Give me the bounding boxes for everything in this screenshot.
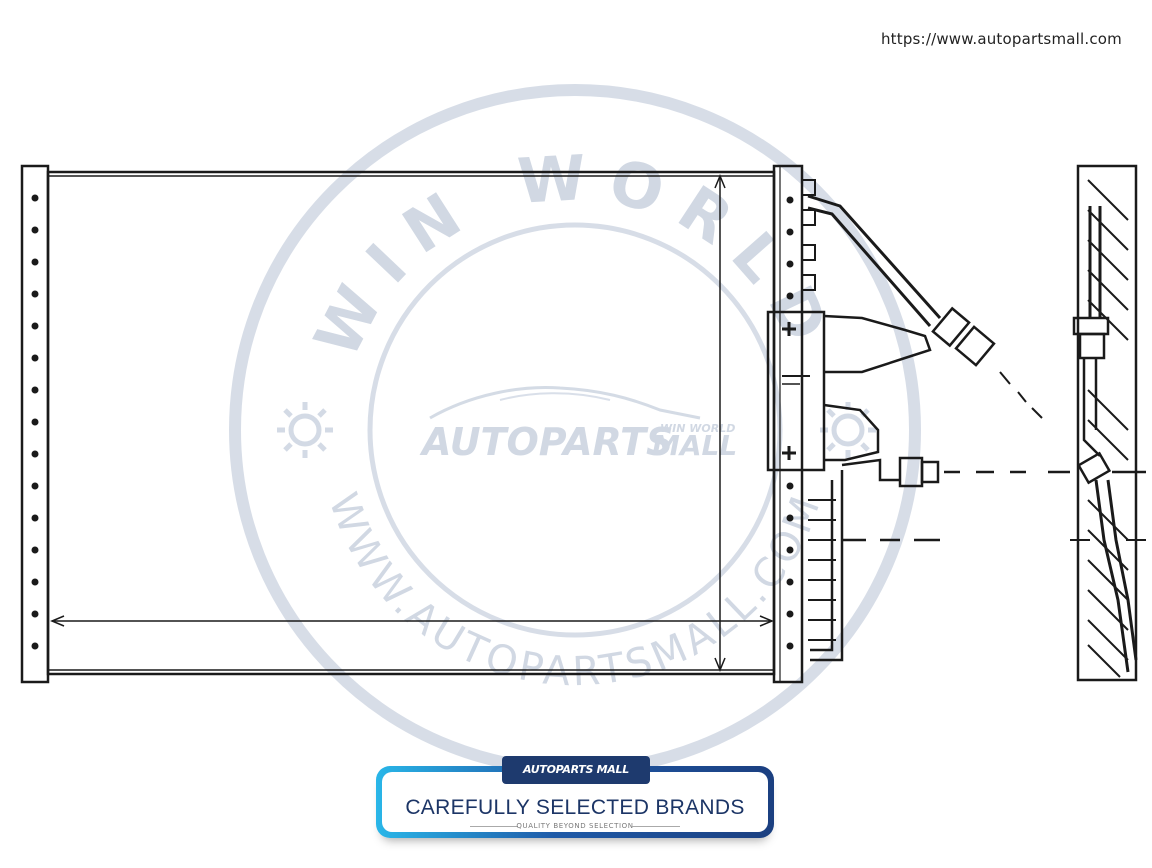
sun-icon [820,402,876,458]
banner-logo-text: AUTOPARTS MALL [523,763,629,776]
banner-logo: AUTOPARTS MALL [502,756,650,784]
watermark-bottom-text: WWW.AUTOPARTSMALL.COM [319,487,830,695]
header-rivets [31,194,794,650]
car-outline-icon [429,386,701,420]
website-url: https://www.autopartsmall.com [880,30,1122,48]
banner-divider [632,826,680,827]
watermark-logo-small: WIN WORLD [660,422,735,435]
banner-title: CAREFULLY SELECTED BRANDS [405,796,745,819]
banner-divider [470,826,518,827]
condenser-front-view [20,164,1043,684]
sun-icon [277,402,333,458]
watermark-logo-text: AUTOPARTS [419,420,673,464]
watermark-logo-mall: MALL [652,429,737,462]
banner-subtitle: QUALITY BEYOND SELECTION [516,822,634,830]
condenser-side-view [1048,164,1146,682]
